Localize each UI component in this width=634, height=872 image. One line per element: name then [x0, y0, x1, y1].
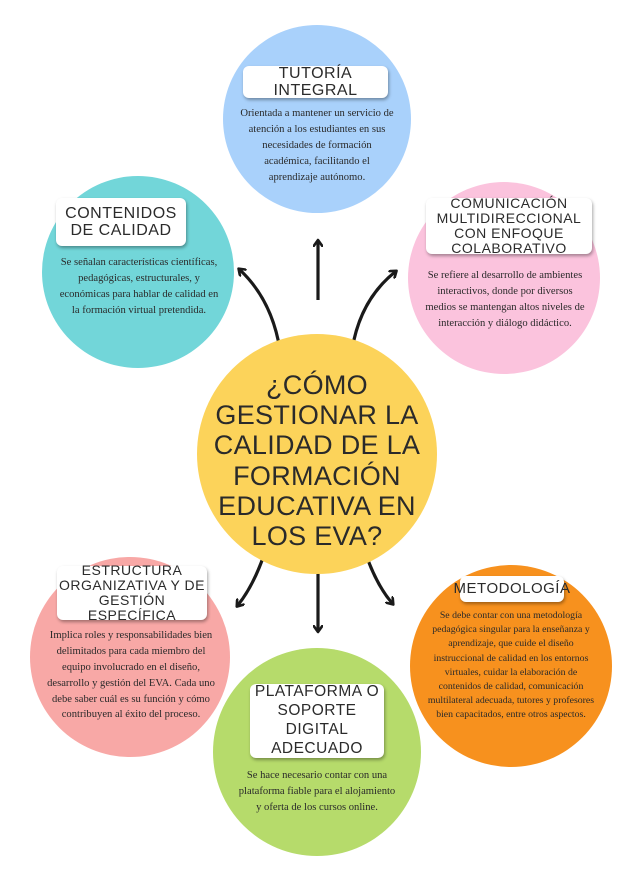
arrow-to-comunicacion: [350, 272, 395, 351]
center-question: ¿Cómo gestionar la calidad de la formaci…: [213, 370, 421, 552]
arrow-to-contenidos: [240, 270, 282, 351]
node-comunicacion-title: Comunicación multidireccional con enfoqu…: [426, 195, 592, 256]
node-contenidos-title: Contenidos de calidad: [56, 198, 186, 246]
node-tutoria-text: Orientada a mantener un servicio de aten…: [240, 108, 394, 183]
center-circle: [197, 334, 437, 574]
node-comunicacion-text: Se refiere al desarrollo de ambientes in…: [425, 270, 585, 329]
node-plataforma-text: Se hace necesario contar con una platafo…: [238, 770, 396, 813]
node-estructura-text: Implica roles y responsabilidades bien d…: [47, 630, 215, 721]
node-estructura-title: Estructura organizativa y de gestión esp…: [57, 562, 207, 623]
node-tutoria: [223, 25, 411, 213]
node-metodologia-title: Metodología: [454, 576, 570, 602]
node-plataforma-title: Plataforma o soporte digital adecuado: [250, 683, 384, 758]
node-tutoria-title: Tutoría integral: [243, 65, 388, 99]
node-metodologia-text: Se debe contar con una metodología pedag…: [427, 610, 595, 721]
node-contenidos-text: Se señalan características científicas, …: [59, 257, 219, 316]
